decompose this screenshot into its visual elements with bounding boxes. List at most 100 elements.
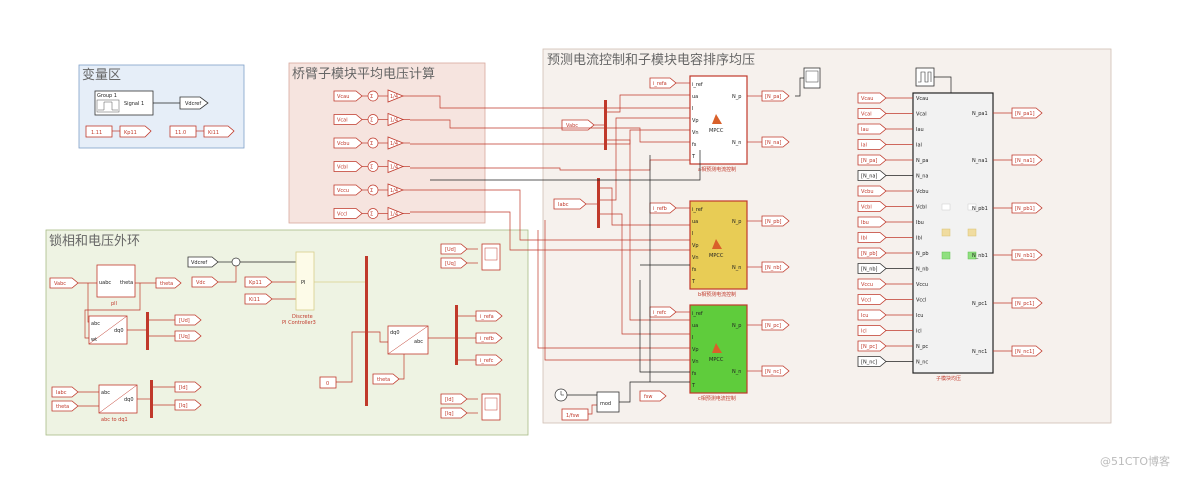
goto-sort-output[interactable]	[1011, 202, 1043, 214]
goto-phase_a-nn[interactable]	[761, 136, 790, 148]
goto-kp11[interactable]	[119, 125, 152, 138]
goto-sort-output[interactable]	[1011, 345, 1043, 357]
gain-block[interactable]	[387, 183, 405, 197]
from-vccl[interactable]	[333, 208, 363, 219]
from-sort-input[interactable]	[857, 309, 887, 321]
goto-iq[interactable]	[174, 399, 202, 411]
pll-block[interactable]	[96, 264, 136, 298]
mpcc-caption: c相预测电流控制	[698, 395, 736, 402]
goto-ki11[interactable]	[203, 125, 235, 138]
mpcc-ref-label: i_refc	[653, 310, 667, 316]
dq0-port-1: dq0	[114, 328, 124, 334]
goto-id[interactable]	[174, 381, 202, 393]
matlab-icon	[712, 343, 722, 353]
goto-refc[interactable]	[475, 354, 503, 366]
from-sort-input[interactable]	[857, 216, 887, 228]
gain-block[interactable]	[387, 89, 405, 103]
goto-sort-output-label: [N_nb1]	[1015, 253, 1035, 259]
goto-refa[interactable]	[475, 310, 503, 322]
constant-block-1[interactable]	[85, 125, 113, 138]
constant-1fsw[interactable]	[561, 408, 589, 421]
demux-2[interactable]	[150, 380, 153, 418]
from-sort-input[interactable]	[857, 232, 887, 243]
from-theta-1[interactable]	[51, 400, 79, 412]
goto-sort-output[interactable]	[1011, 297, 1043, 309]
pi-controller-block[interactable]	[295, 251, 315, 311]
from-vcau[interactable]	[333, 90, 363, 102]
demux-vabc[interactable]	[604, 100, 607, 150]
from-ki11[interactable]	[244, 293, 273, 305]
goto-ud[interactable]	[174, 314, 202, 326]
sum-block[interactable]	[231, 257, 241, 267]
from-ud[interactable]	[440, 243, 468, 255]
from-vcbl[interactable]	[333, 161, 363, 172]
from-vdc[interactable]	[191, 276, 219, 288]
from-vcbu[interactable]	[333, 137, 363, 149]
from-sort-input[interactable]	[857, 340, 887, 352]
gain-block[interactable]	[387, 112, 405, 127]
goto-sort-output[interactable]	[1011, 154, 1043, 166]
from-iabc[interactable]	[51, 386, 79, 398]
demux-iabc[interactable]	[597, 178, 600, 228]
from-vccu[interactable]	[333, 184, 363, 196]
goto-kp11-label: Kp11	[124, 130, 137, 136]
from-sort-input[interactable]	[857, 154, 887, 166]
demux-abc[interactable]	[455, 305, 458, 365]
gain-block[interactable]	[387, 136, 405, 150]
goto-theta[interactable]	[155, 277, 182, 289]
mpcc-in-port: Vn	[692, 359, 699, 365]
goto-phase_c-np[interactable]	[761, 319, 790, 331]
goto-phase_a-np[interactable]	[761, 90, 790, 102]
from-sort-input[interactable]	[857, 247, 887, 259]
sort-out-port: N_pb1	[972, 206, 988, 212]
goto-uq[interactable]	[174, 330, 202, 342]
from-sort-input[interactable]	[857, 201, 887, 212]
sigma-icon: Σ	[370, 165, 373, 171]
from-sort-input[interactable]	[857, 356, 887, 367]
goto-sort-output[interactable]	[1011, 107, 1043, 119]
from-id[interactable]	[440, 393, 468, 405]
from-kp11-label: Kp11	[249, 280, 262, 286]
goto-phase_c-nn[interactable]	[761, 365, 790, 377]
from-sort-input-label: Vcau	[861, 96, 873, 102]
from-sort-input[interactable]	[857, 325, 887, 336]
signal-builder-block[interactable]	[94, 90, 154, 116]
goto-vdcref[interactable]	[179, 96, 209, 110]
from-sort-input[interactable]	[857, 170, 887, 181]
from-sort-input[interactable]	[857, 92, 887, 104]
constant-zero[interactable]	[319, 376, 337, 389]
from-vcal[interactable]	[333, 114, 363, 125]
from-vdcref[interactable]	[187, 256, 219, 268]
sigma-icon: Σ	[370, 188, 373, 194]
from-sort-input[interactable]	[857, 294, 887, 305]
goto-refb[interactable]	[475, 332, 503, 344]
gain-block[interactable]	[387, 206, 405, 221]
from-sort-input[interactable]	[857, 139, 887, 150]
from-iabc-2[interactable]	[553, 198, 587, 210]
from-sort-input[interactable]	[857, 263, 887, 274]
mpcc-in-port: ua	[692, 219, 698, 225]
sort-in-port: N_nc	[916, 360, 928, 366]
from-iq[interactable]	[440, 407, 468, 419]
gain-block[interactable]	[387, 159, 405, 174]
from-kp11[interactable]	[244, 276, 273, 288]
from-sort-input[interactable]	[857, 123, 887, 135]
demux-1[interactable]	[146, 312, 149, 350]
from-sort-input[interactable]	[857, 278, 887, 290]
from-sort-input[interactable]	[857, 108, 887, 119]
sort-out-port: N_na1	[972, 158, 988, 164]
goto-sort-output[interactable]	[1011, 249, 1043, 261]
from-fsw[interactable]	[639, 390, 667, 402]
from-phase_a-ref[interactable]	[649, 77, 677, 89]
from-vabc[interactable]	[49, 277, 79, 289]
sort-in-port: Vcbu	[916, 189, 929, 195]
goto-phase_b-nn[interactable]	[761, 261, 790, 273]
goto-theta-label: theta	[160, 281, 173, 287]
goto-phase_b-np[interactable]	[761, 215, 790, 227]
mux-dq[interactable]	[365, 256, 368, 406]
from-theta-2[interactable]	[372, 373, 400, 385]
from-uq[interactable]	[440, 257, 468, 269]
wt-port-1: wt	[91, 337, 97, 343]
from-sort-input[interactable]	[857, 185, 887, 197]
constant-block-2[interactable]	[169, 125, 197, 138]
